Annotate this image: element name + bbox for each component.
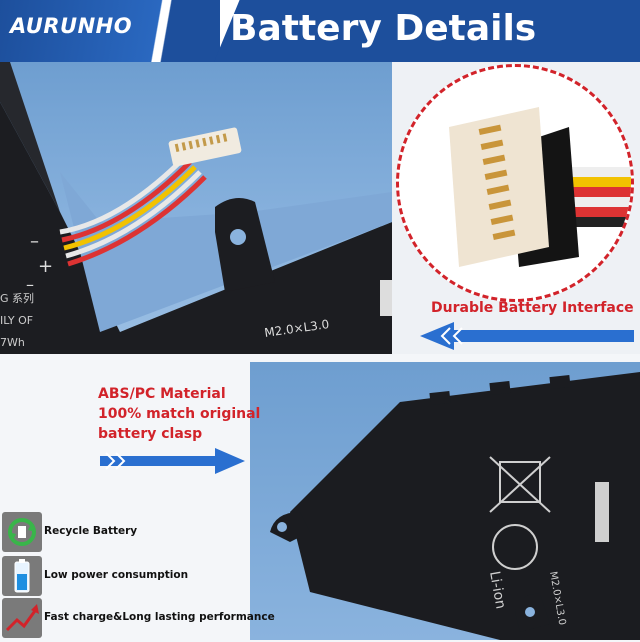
polarity-minus-2: –	[26, 275, 34, 294]
serial-label	[595, 482, 609, 542]
battery-photo-top: – + – G 系列 ILY OF 7Wh M2.0×L3.0	[0, 62, 392, 354]
weee-bin-icon	[489, 456, 551, 513]
mounting-hole	[230, 229, 246, 245]
battery-top-illustration: – + – G 系列 ILY OF 7Wh M2.0×L3.0	[0, 62, 392, 354]
battery-icon	[2, 556, 42, 596]
recycle-icon	[2, 512, 42, 552]
mount-tab-left	[270, 512, 310, 542]
recycle-mark-icon	[492, 524, 538, 570]
feature-label-low-power: Low power consumption	[44, 569, 189, 581]
chemistry-label: Li-ion	[486, 570, 508, 610]
qr-code	[380, 280, 392, 316]
feature-recycle: Recycle Battery	[2, 512, 252, 552]
polarity-plus: +	[38, 256, 53, 277]
connector-pins	[174, 133, 228, 153]
label-text-1: G 系列	[0, 291, 34, 305]
battery-edge	[0, 62, 60, 212]
material-line-1: ABS/PC Material	[98, 386, 226, 402]
feature-low-power: Low power consumption	[2, 556, 252, 596]
mount-hole-left	[277, 522, 287, 532]
polarity-minus: –	[30, 231, 39, 252]
arrow-right-icon	[100, 448, 245, 474]
header: AURUNHO Battery Details	[0, 0, 640, 62]
feature-fast-charge: Fast charge&Long lasting performance	[2, 598, 275, 638]
material-line-3: battery clasp	[98, 426, 203, 442]
battery-tabs	[429, 374, 571, 406]
mount-hole-bottom	[525, 607, 535, 617]
feature-label-recycle: Recycle Battery	[44, 525, 138, 537]
page-title: Battery Details	[230, 8, 537, 49]
title-banner	[214, 0, 640, 62]
brand-banner: AURUNHO	[0, 0, 220, 62]
connector-closeup-illustration	[449, 107, 631, 267]
mounting-tab	[215, 198, 275, 292]
closeup-wires	[529, 167, 631, 227]
brand-logo: AURUNHO	[10, 14, 133, 38]
label-text-2: ILY OF	[0, 314, 33, 327]
arrow-left-icon	[420, 322, 634, 350]
connector-wires	[59, 155, 207, 267]
closeup-pins	[478, 124, 516, 241]
battery-photo-bottom: Li-ion M2.0×L3.0	[250, 362, 640, 640]
material-line-2: 100% match original	[98, 406, 261, 422]
battery-connector	[168, 127, 242, 167]
material-callout: ABS/PC Material 100% match original batt…	[98, 384, 260, 444]
battery-bottom-body	[290, 372, 640, 640]
battery-bottom-illustration: Li-ion M2.0×L3.0	[270, 372, 640, 640]
connector-closeup	[396, 64, 634, 302]
label-text-3: 7Wh	[0, 336, 25, 349]
interface-callout: Durable Battery Interface	[431, 300, 634, 316]
trend-up-icon	[2, 598, 42, 638]
feature-label-fast-charge: Fast charge&Long lasting performance	[44, 611, 275, 623]
